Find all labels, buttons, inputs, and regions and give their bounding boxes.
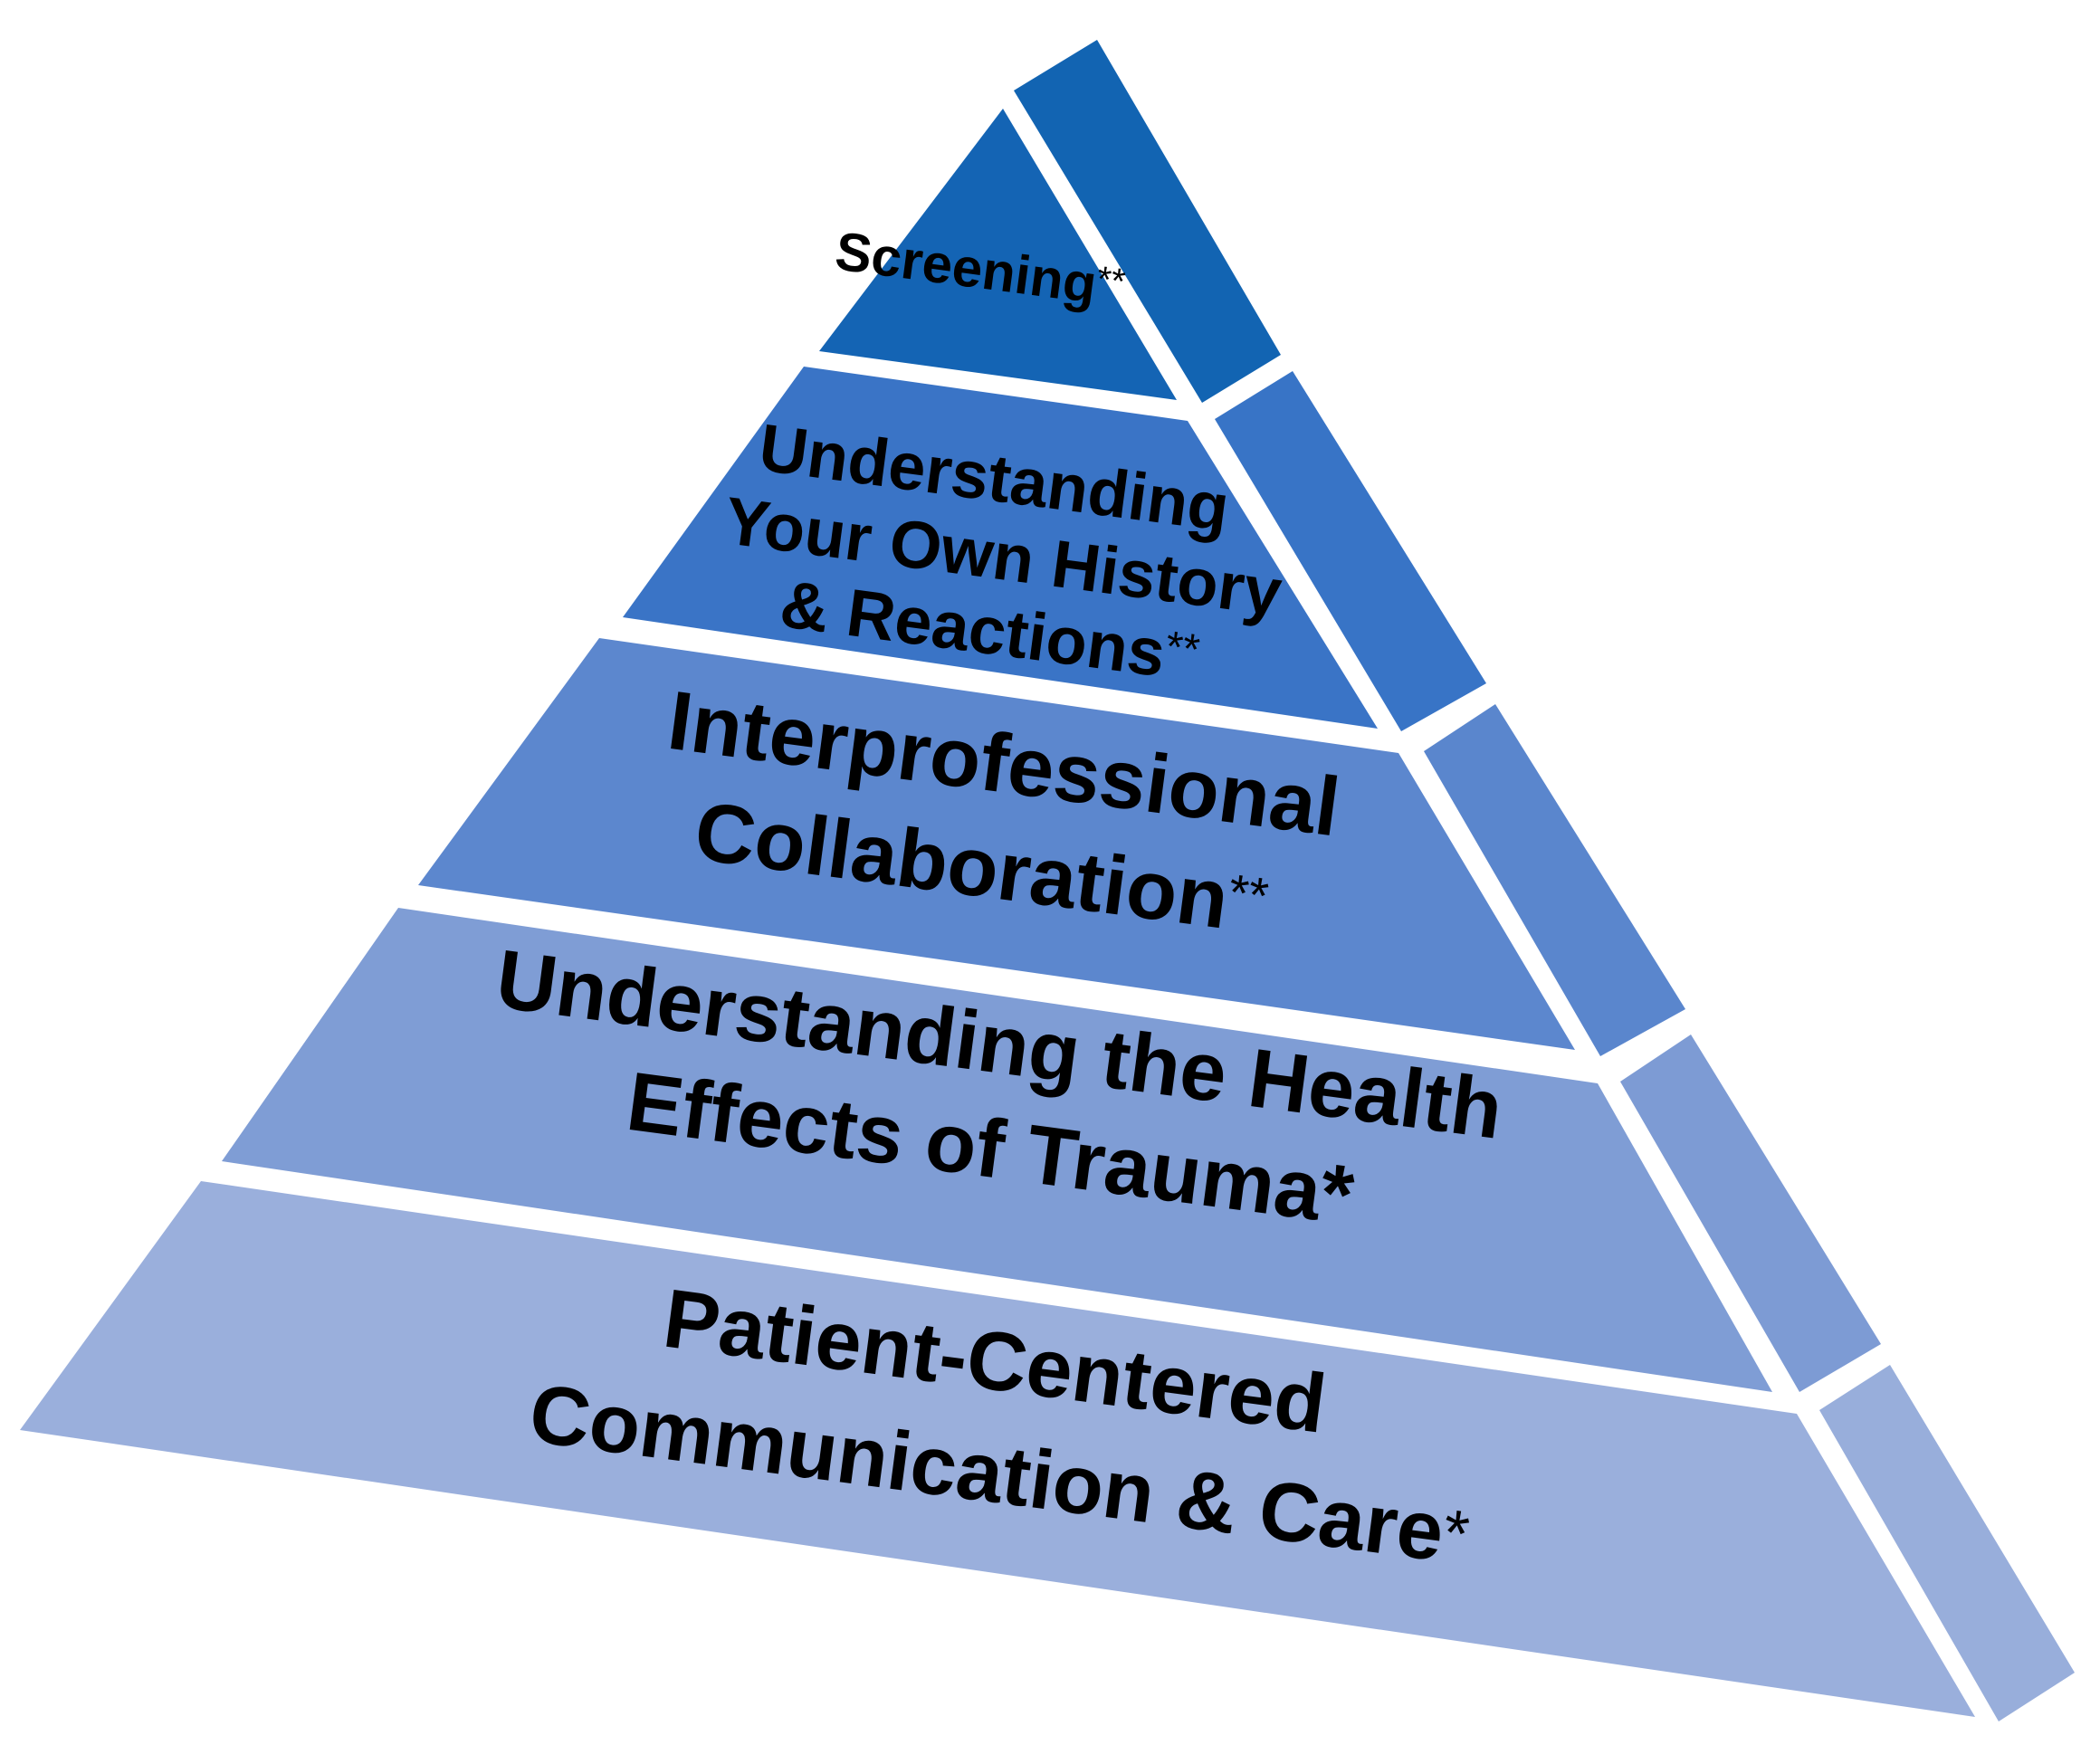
- tier-interprofessional: Interprofessional Collaboration**: [418, 638, 1685, 1056]
- tier-screening: Screening**: [819, 40, 1281, 403]
- tier-own-history-side: [1215, 371, 1486, 731]
- tier-patient-centered-side: [1819, 1365, 2075, 1721]
- tier-health-effects-side: [1620, 1035, 1881, 1392]
- tier-screening-front: [819, 109, 1177, 400]
- tier-health-effects-front: [222, 908, 1772, 1392]
- tier-interprofessional-front: [418, 638, 1575, 1050]
- tier-screening-side: [1014, 40, 1281, 403]
- tier-own-history-front: [623, 367, 1378, 729]
- tier-patient-centered: Patient-Centered Communication & Care*: [20, 1181, 2075, 1721]
- tier-patient-centered-front: [20, 1181, 1975, 1717]
- tier-interprofessional-side: [1424, 704, 1685, 1056]
